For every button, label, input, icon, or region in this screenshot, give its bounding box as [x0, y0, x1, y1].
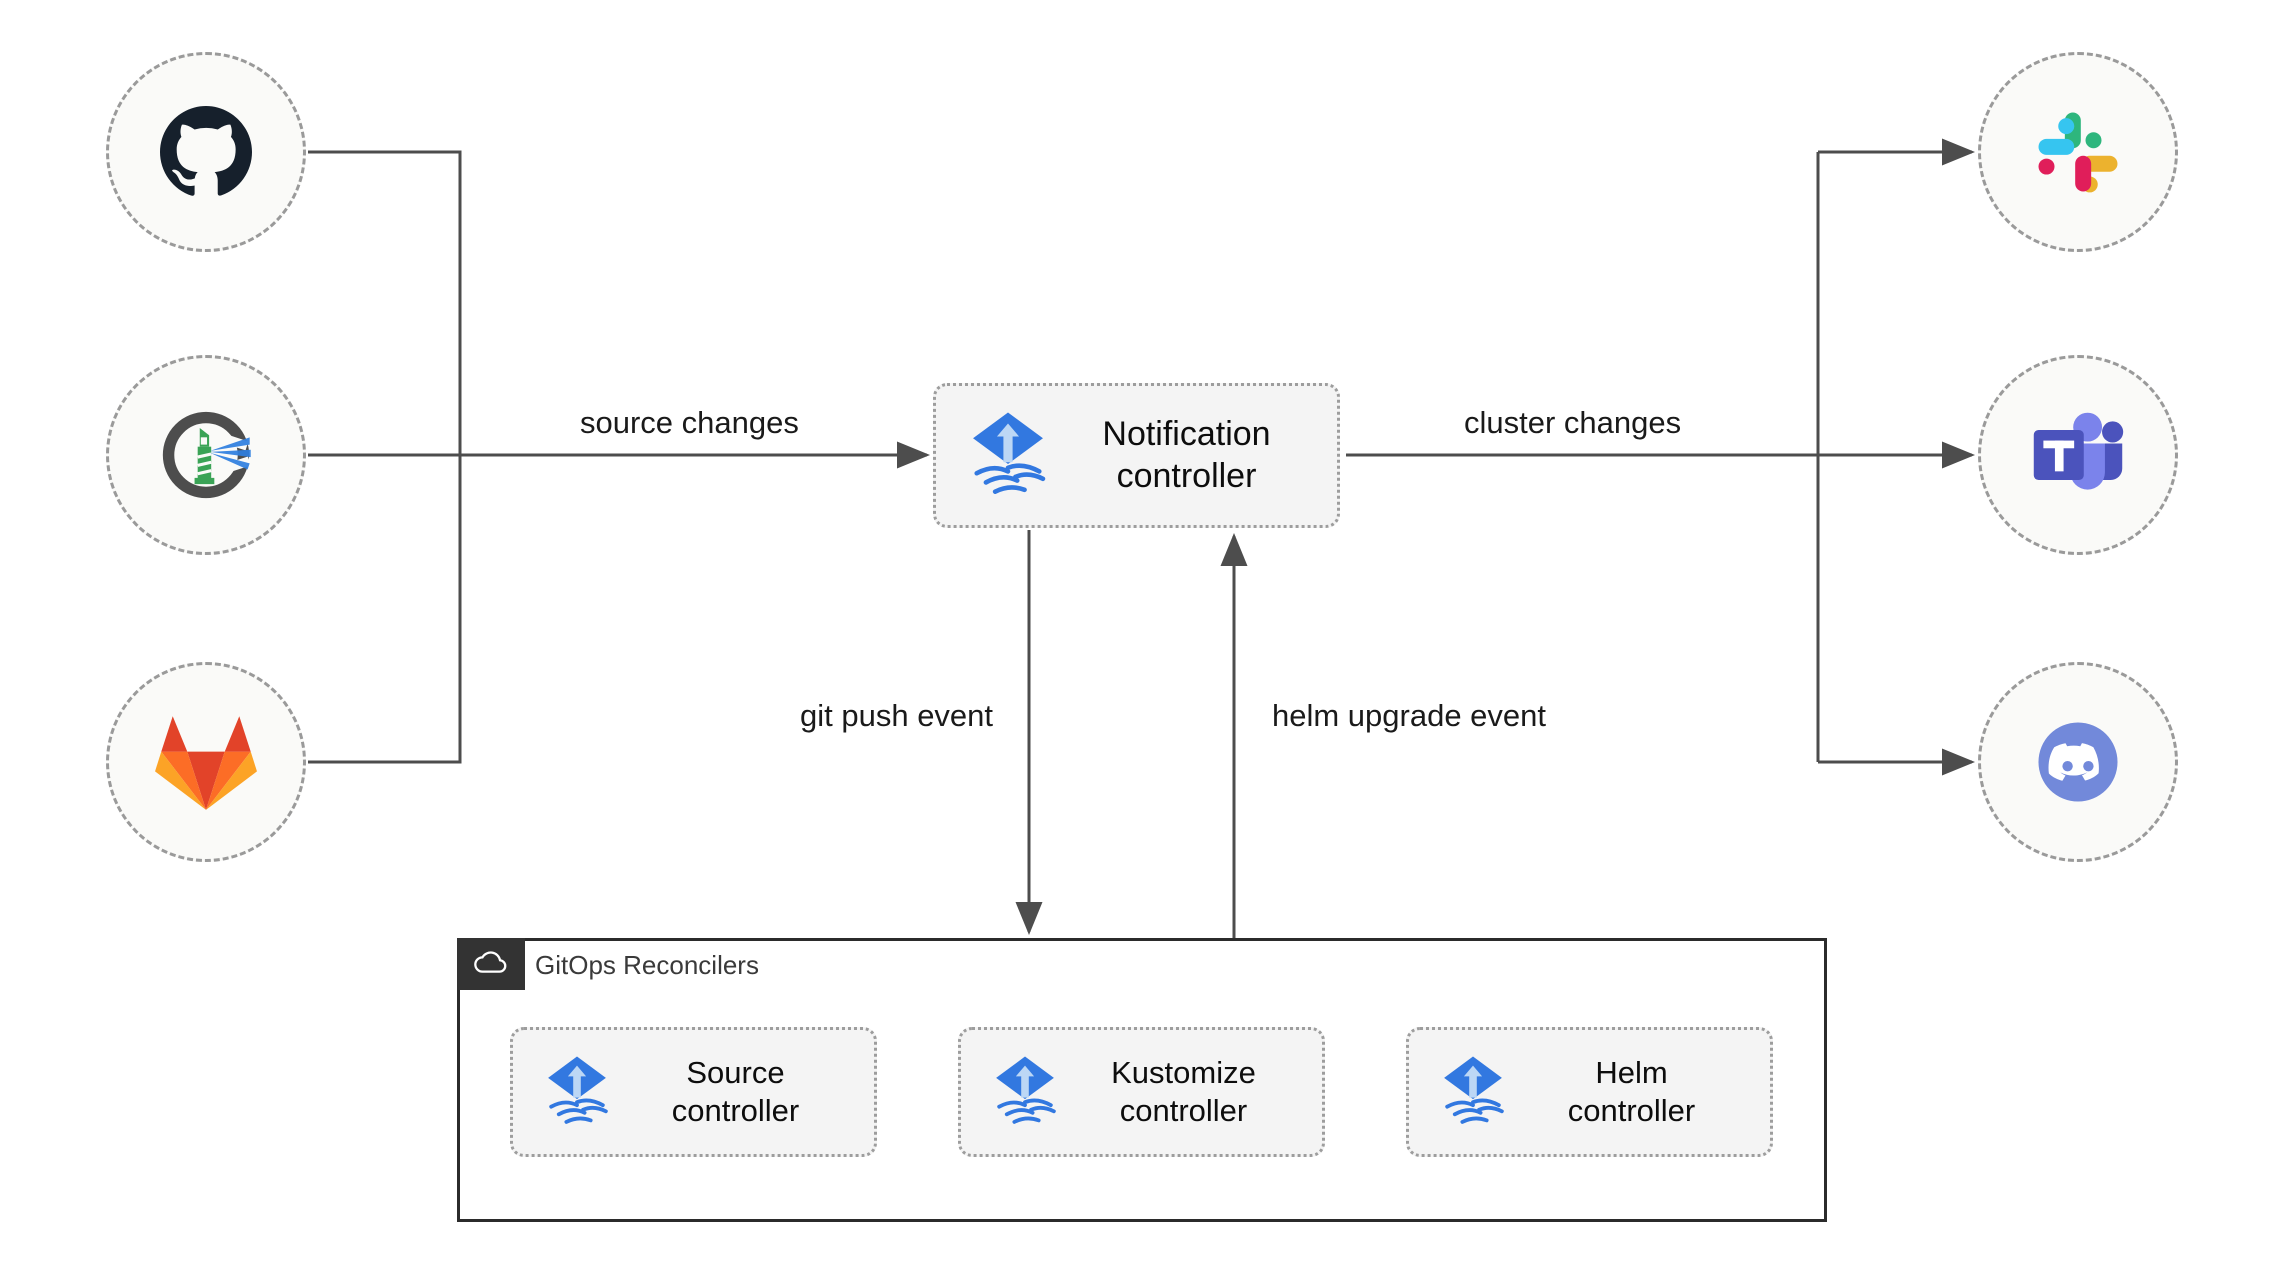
- microsoft-teams-icon: [2033, 412, 2124, 490]
- flux-icon: [1435, 1052, 1511, 1133]
- destination-node-discord[interactable]: [1978, 662, 2178, 862]
- destination-node-slack[interactable]: [1978, 52, 2178, 252]
- source-controller-label: Source controller: [671, 1055, 800, 1128]
- edge-label-cluster-changes: cluster changes: [1464, 405, 1682, 440]
- kustomize-controller-box[interactable]: Kustomize controller: [958, 1027, 1325, 1157]
- discord-icon: [2038, 722, 2118, 802]
- helm-controller-box[interactable]: Helm controller: [1406, 1027, 1773, 1157]
- helm-controller-label: Helm controller: [1567, 1055, 1696, 1128]
- flux-icon: [539, 1052, 615, 1133]
- source-node-harbor[interactable]: [106, 355, 306, 555]
- notification-controller-label: Notification controller: [1102, 415, 1271, 495]
- kustomize-controller-label: Kustomize controller: [1111, 1055, 1256, 1128]
- harbor-icon: [162, 411, 251, 499]
- edge-label-helm-upgrade-event: helm upgrade event: [1272, 698, 1547, 733]
- flux-icon: [962, 407, 1054, 504]
- gitops-reconcilers-title: GitOps Reconcilers: [535, 950, 759, 980]
- edge-label-git-push-event: git push event: [800, 698, 994, 733]
- notification-controller-box[interactable]: Notification controller: [933, 383, 1340, 528]
- gitops-reconcilers-tab: [457, 938, 525, 990]
- flux-icon: [987, 1052, 1063, 1133]
- wire-sources-bus: [308, 150, 462, 764]
- destination-node-teams[interactable]: [1978, 355, 2178, 555]
- slack-icon: [2038, 112, 2118, 193]
- source-node-gitlab[interactable]: [106, 662, 306, 862]
- source-controller-box[interactable]: Source controller: [510, 1027, 877, 1157]
- cloud-icon: [474, 951, 507, 973]
- edge-label-source-changes: source changes: [580, 405, 799, 440]
- source-node-github[interactable]: [106, 52, 306, 252]
- github-icon: [159, 106, 253, 196]
- gitlab-icon: [155, 716, 257, 810]
